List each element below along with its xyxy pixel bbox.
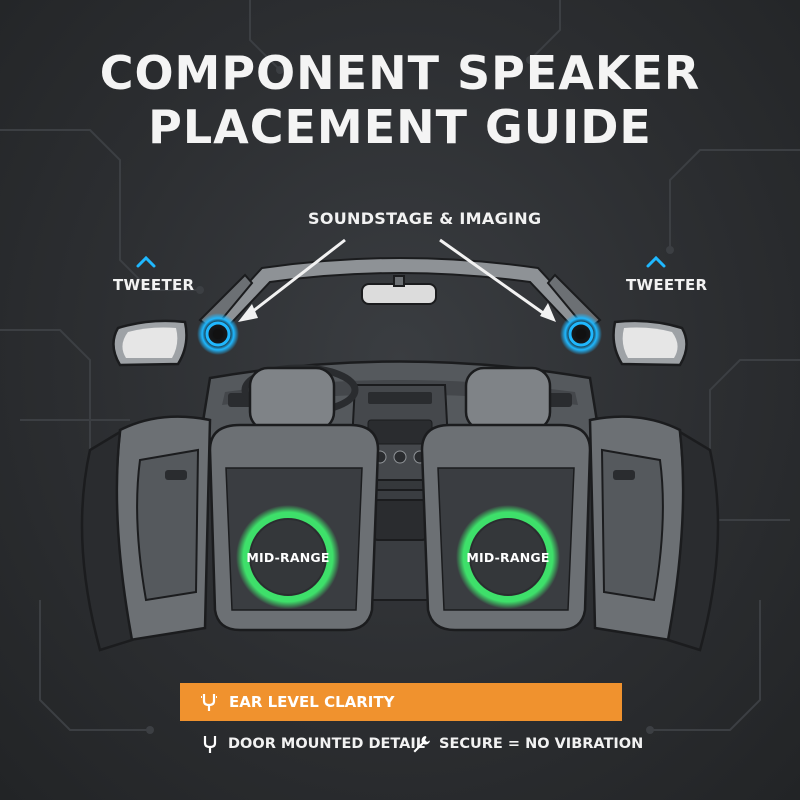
left-headrest: [248, 366, 336, 432]
soundstage-label: SOUNDSTAGE & IMAGING: [308, 209, 542, 228]
banner-text: EAR LEVEL CLARITY: [229, 693, 395, 711]
feature-door-mounted: DOOR MOUNTED DETAIL: [200, 734, 425, 754]
soundstage-arrows: [238, 238, 556, 322]
wrench-icon: [413, 736, 430, 753]
tweeter-left-label: TWEETER: [113, 276, 195, 294]
feature-secure: SECURE = NO VIBRATION: [411, 734, 643, 754]
tuning-fork-icon: [203, 736, 217, 753]
chevron-up-icon: [136, 255, 156, 268]
page-title-line-2: PLACEMENT GUIDE: [148, 100, 652, 154]
page-title-line-1: COMPONENT SPEAKER: [99, 46, 701, 100]
ear-level-banner: EAR LEVEL CLARITY: [180, 683, 622, 721]
midrange-left-label: MID-RANGE: [246, 550, 330, 565]
tweeter-right-label: TWEETER: [626, 276, 708, 294]
chevron-up-icon: [646, 255, 666, 268]
right-headrest: [464, 366, 552, 432]
tuning-fork-icon: [201, 694, 217, 711]
midrange-right-label: MID-RANGE: [466, 550, 550, 565]
feature-text: DOOR MOUNTED DETAIL: [228, 736, 426, 752]
feature-text: SECURE = NO VIBRATION: [439, 736, 644, 752]
